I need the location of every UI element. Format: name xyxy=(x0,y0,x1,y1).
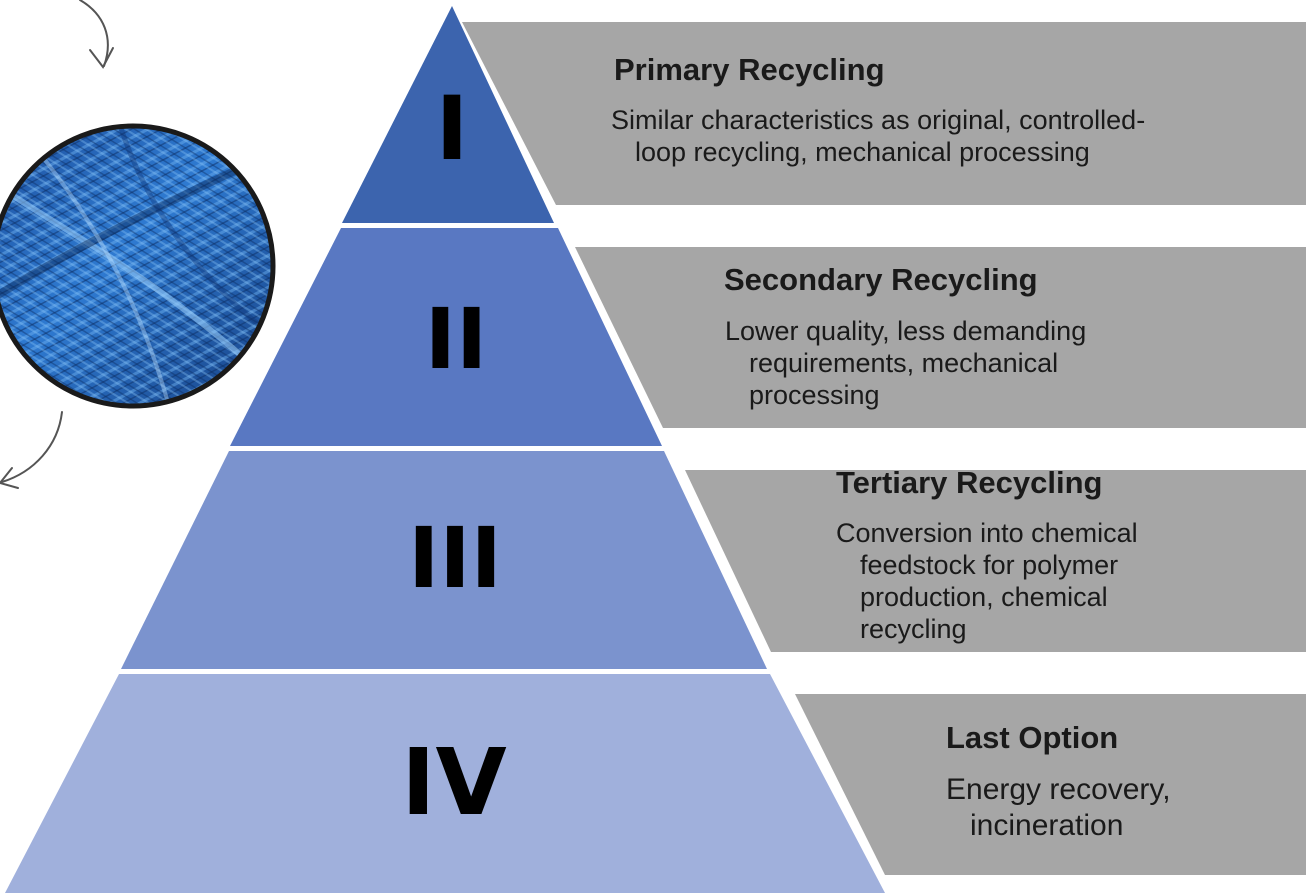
tier-3-title: Tertiary Recycling xyxy=(836,465,1103,500)
tier-2-numeral: II xyxy=(424,290,488,388)
tier-1-numeral: I xyxy=(435,77,469,180)
tier-2-shape xyxy=(230,228,662,446)
tier-2-description: Lower quality, less demanding requiremen… xyxy=(725,315,1086,411)
tier-4-shape xyxy=(5,674,885,893)
blue-fiber-spool-photo xyxy=(0,123,276,409)
curved-arrow-down-left-icon xyxy=(0,411,63,489)
band-1 xyxy=(462,22,1306,205)
tier-3-shape xyxy=(121,451,767,669)
band-2 xyxy=(575,247,1306,428)
tier-2-desc-line: processing xyxy=(749,380,880,410)
tier-2-title: Secondary Recycling xyxy=(724,262,1038,297)
curved-arrow-down-icon xyxy=(79,0,114,69)
tier-4-desc-line: Energy recovery, xyxy=(946,773,1171,806)
tier-3-desc-line: Conversion into chemical xyxy=(836,518,1138,548)
tier-1-title: Primary Recycling xyxy=(614,52,885,87)
tier-2-desc-line: requirements, mechanical xyxy=(749,348,1059,378)
tier-3-desc-line: feedstock for polymer xyxy=(860,550,1119,580)
tier-1-desc-line: Similar characteristics as original, con… xyxy=(611,105,1146,135)
tier-1-shape xyxy=(342,6,554,223)
band-3 xyxy=(685,470,1306,652)
tier-4-title: Last Option xyxy=(946,720,1119,755)
tier-1-description: Similar characteristics as original, con… xyxy=(611,104,1145,168)
description-bands xyxy=(462,22,1306,875)
tier-1-desc-line: loop recycling, mechanical processing xyxy=(635,137,1090,167)
tier-4-description: Energy recovery, incineration xyxy=(946,772,1171,844)
tier-3-desc-line: production, chemical xyxy=(860,582,1108,612)
band-4 xyxy=(795,694,1306,875)
tier-4-numeral: IV xyxy=(401,729,507,836)
tier-3-desc-line: recycling xyxy=(860,614,967,644)
tier-4-desc-line: incineration xyxy=(970,809,1124,842)
tier-3-numeral: III xyxy=(408,509,502,607)
pyramid xyxy=(5,6,885,893)
tier-2-desc-line: Lower quality, less demanding xyxy=(725,316,1087,346)
tier-3-description: Conversion into chemical feedstock for p… xyxy=(836,517,1138,645)
